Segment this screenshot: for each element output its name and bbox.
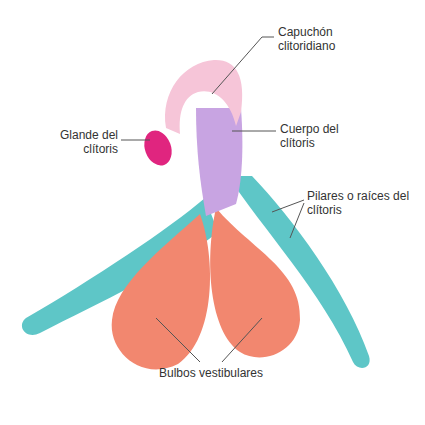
part-label: Glande del clítoris	[40, 128, 118, 156]
clitoral-glans	[140, 127, 177, 170]
clitoral-hood	[165, 60, 242, 134]
leader-lines	[121, 37, 304, 362]
left-bulb	[112, 214, 210, 369]
part-label: Cuerpo del clítoris	[280, 122, 362, 150]
part-label: Capuchón clitoridiano	[278, 25, 364, 53]
right-bulb	[210, 208, 300, 357]
clitoral-body	[196, 108, 242, 216]
part-label: Pilares o raíces del clítoris	[307, 189, 415, 217]
part-label: Bulbos vestibulares	[159, 366, 263, 380]
